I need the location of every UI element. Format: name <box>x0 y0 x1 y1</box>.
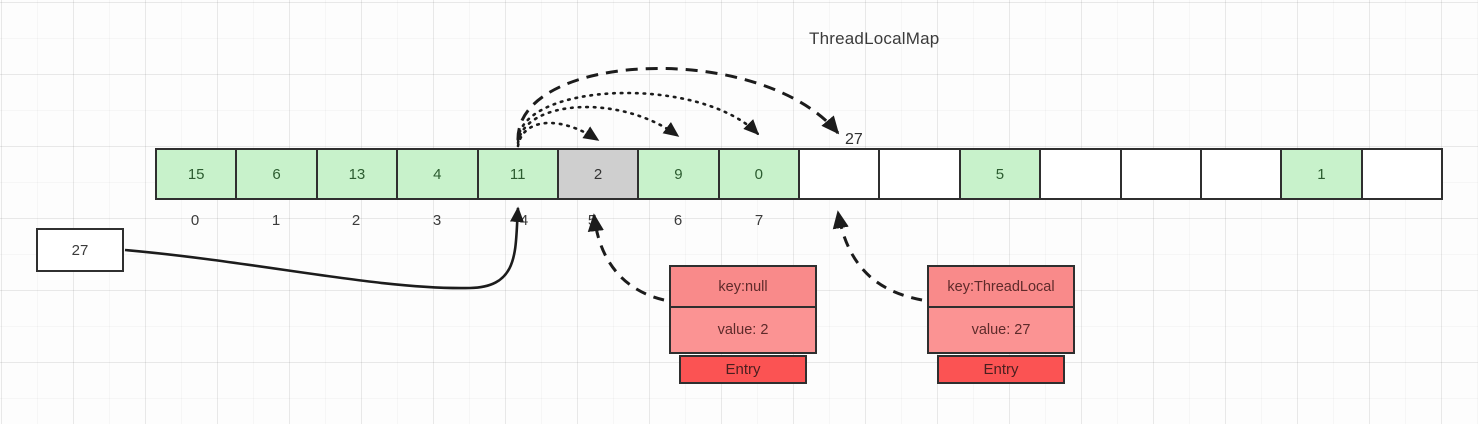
source-value-text: 27 <box>71 241 89 259</box>
array-cell-14: 1 <box>1282 150 1363 198</box>
array-index-label-6: 6 <box>673 212 683 229</box>
entry-box-threadlocal: key:ThreadLocal value: 27 Entry <box>927 265 1075 384</box>
array-index-label-0: 0 <box>190 212 200 229</box>
array-cell-0-value: 15 <box>187 165 205 183</box>
entry-stale-value: value: 2 <box>671 308 815 352</box>
arrow-probe-4-to-6 <box>516 105 680 145</box>
array-index-label-1: 1 <box>271 212 281 229</box>
array-cell-1: 6 <box>237 150 318 198</box>
arrow-probe-4-to-5 <box>516 121 600 148</box>
arrow-probe-4-to-8 <box>516 67 840 141</box>
array-cell-10: 5 <box>960 150 1042 198</box>
array-index-label-2: 2 <box>351 212 361 229</box>
array-cell-6: 9 <box>639 150 720 198</box>
arrow-probe-4-to-7 <box>516 91 760 142</box>
diagram-title: ThreadLocalMap <box>809 29 940 48</box>
array-cell-10-value: 5 <box>995 165 1005 183</box>
entry-stale-fields: key:null value: 2 <box>669 265 817 354</box>
entry-threadlocal-key: key:ThreadLocal <box>929 267 1073 308</box>
array-cell-2: 13 <box>317 150 399 198</box>
entry-box-stale: key:null value: 2 Entry <box>669 265 817 384</box>
array-cell-4: 11 <box>478 150 559 198</box>
arrow-entry-threadlocal-to-index-8 <box>832 210 923 302</box>
entry-stale-key: key:null <box>671 267 815 308</box>
array-index-label-3: 3 <box>432 212 442 229</box>
array-cell-14-value: 1 <box>1317 165 1326 183</box>
array-cell-3-value: 4 <box>433 165 442 183</box>
array-cell-4-value: 11 <box>509 165 526 183</box>
array-cell-1-value: 6 <box>272 165 281 183</box>
array-cell-5: 2 <box>558 150 640 198</box>
array-cell-2-value: 13 <box>348 165 366 183</box>
entry-threadlocal-fields: key:ThreadLocal value: 27 <box>927 265 1075 354</box>
array-cell-0: 15 <box>157 150 238 198</box>
array-cell-6-value: 9 <box>674 165 683 183</box>
array-index-label-7: 7 <box>754 212 764 229</box>
array-cell-11 <box>1041 150 1122 198</box>
array-cell-3: 4 <box>398 150 479 198</box>
array-cell-7-value: 0 <box>754 165 763 183</box>
array-cell-7: 0 <box>719 150 800 198</box>
entry-threadlocal-value: value: 27 <box>929 308 1073 352</box>
probe-result-label: 27 <box>845 131 863 148</box>
array-cell-9 <box>880 150 961 198</box>
hash-table-array: 15 6 13 4 11 2 9 0 5 1 <box>155 148 1443 200</box>
array-index-label-5: 5 <box>587 212 597 229</box>
entry-threadlocal-tag: Entry <box>937 355 1065 384</box>
entry-stale-tag: Entry <box>679 355 807 384</box>
array-cell-5-value: 2 <box>593 165 603 183</box>
array-cell-13 <box>1201 150 1283 198</box>
array-cell-8 <box>800 150 881 198</box>
array-cell-12 <box>1121 150 1202 198</box>
source-value-box: 27 <box>36 228 124 272</box>
array-cell-15 <box>1362 150 1441 198</box>
